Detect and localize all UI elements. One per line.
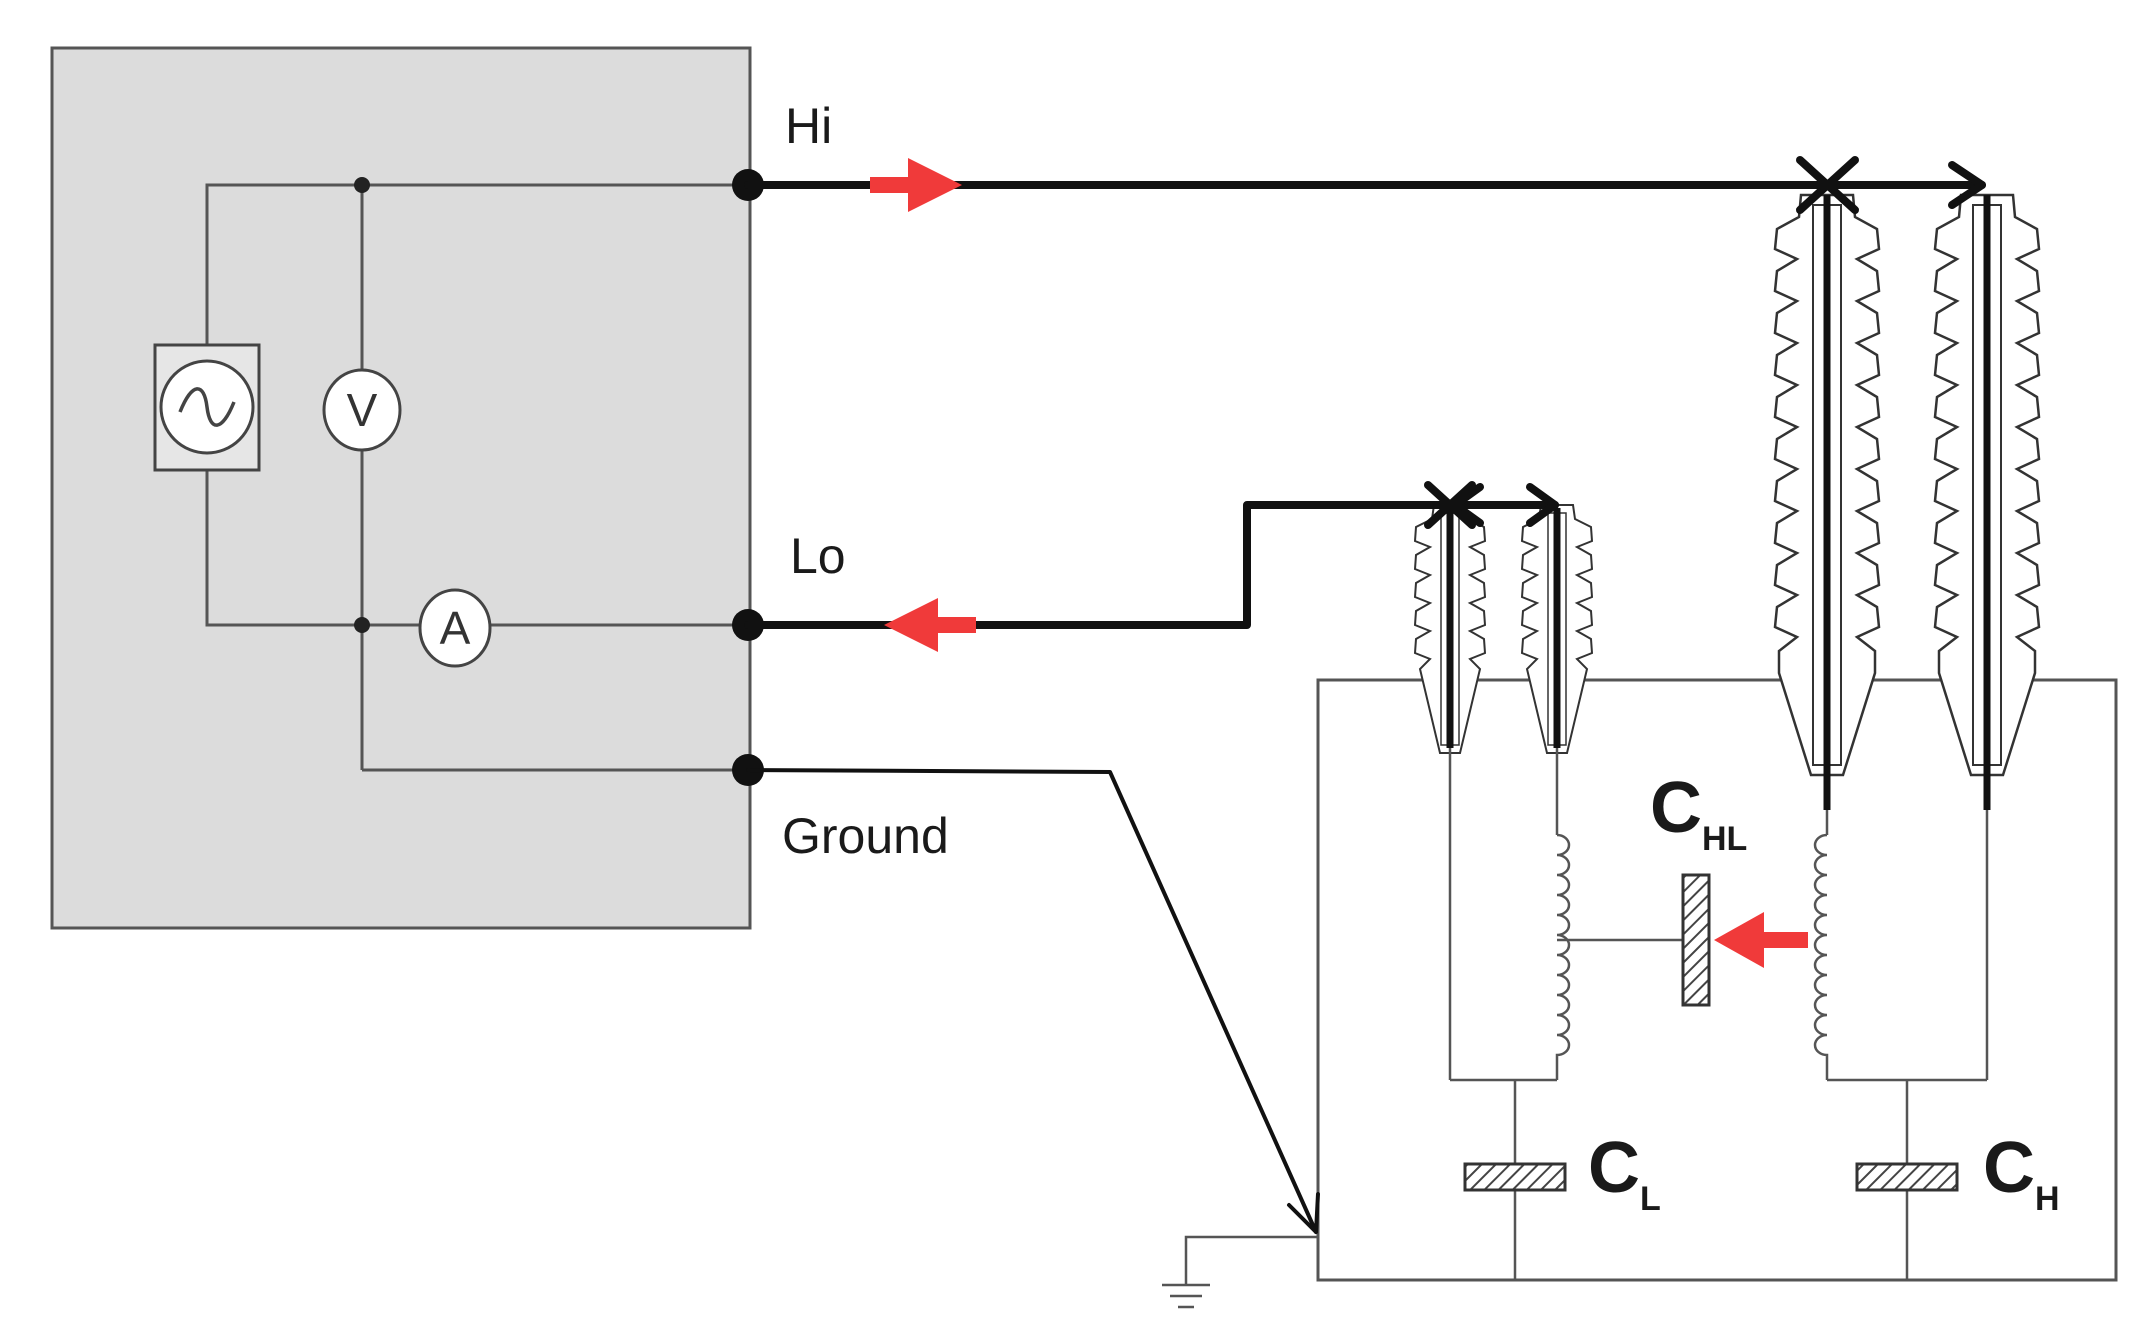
lo-lead — [744, 481, 1559, 629]
ammeter-label: A — [440, 602, 471, 654]
cl-capacitor-plate — [1463, 1162, 1567, 1192]
bushing-conductors — [1446, 195, 1991, 810]
ch-capacitor-plate — [1855, 1162, 1959, 1192]
instrument-box — [50, 46, 752, 930]
ground-label: Ground — [782, 808, 949, 864]
ammeter: A — [418, 588, 492, 668]
cl-label: CL — [1588, 1128, 1661, 1218]
internal-wiring — [1448, 748, 1989, 1280]
ac-source-icon — [153, 343, 261, 472]
chl-capacitor-plate — [1681, 873, 1711, 1007]
lo-label: Lo — [790, 528, 846, 584]
ch-label: CH — [1983, 1128, 2060, 1218]
lv-winding-coil — [1555, 833, 1571, 1080]
ground-lead — [746, 768, 1320, 1234]
chl-current-arrow-icon — [1714, 912, 1808, 968]
hv-winding-coil — [1813, 833, 1829, 1080]
lo-current-arrow-icon — [884, 598, 976, 652]
junction-dots — [354, 177, 370, 633]
voltmeter-label: V — [347, 384, 378, 436]
instrument-wiring — [205, 183, 748, 772]
hi-label: Hi — [785, 98, 832, 154]
voltmeter: V — [322, 368, 402, 452]
ground-symbol-icon — [1162, 1235, 1318, 1309]
chl-label: CHL — [1650, 768, 1747, 858]
hi-current-arrow-icon — [870, 158, 962, 212]
